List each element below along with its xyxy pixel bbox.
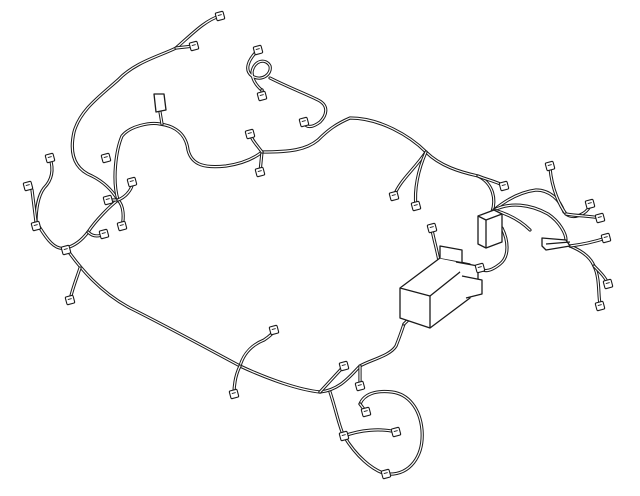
connector-16 bbox=[268, 324, 280, 336]
connector-18 bbox=[338, 360, 350, 372]
top-connector-block bbox=[153, 93, 167, 113]
connector-25 bbox=[388, 190, 400, 202]
connector-21 bbox=[338, 430, 350, 442]
connector-24 bbox=[426, 222, 438, 234]
connector-5 bbox=[244, 128, 256, 140]
harness-wire-33 bbox=[492, 188, 566, 214]
connector-27 bbox=[498, 180, 510, 192]
harness-wire-core-22 bbox=[319, 365, 345, 393]
harness-wire-core-2 bbox=[114, 122, 263, 201]
connector-11 bbox=[98, 228, 110, 240]
harness-wire-19 bbox=[238, 328, 276, 368]
harness-wire-core-3 bbox=[159, 111, 163, 125]
connector-34 bbox=[474, 262, 486, 274]
harness-wire-core-34 bbox=[493, 204, 567, 241]
connector-0 bbox=[214, 10, 226, 22]
harness-wire-core-4 bbox=[261, 117, 479, 177]
harness-wire-core-21 bbox=[319, 323, 405, 393]
harness-wire-core-17 bbox=[65, 247, 321, 393]
relay-box bbox=[477, 209, 503, 249]
connector-terminals bbox=[22, 10, 614, 480]
connector-3 bbox=[256, 90, 268, 102]
connector-22 bbox=[380, 468, 392, 480]
connector-17 bbox=[228, 388, 240, 400]
connector-9 bbox=[22, 180, 34, 192]
connector-29 bbox=[584, 198, 596, 210]
harness-wire-core-8 bbox=[269, 77, 327, 128]
connector-32 bbox=[602, 278, 614, 290]
connector-20 bbox=[360, 406, 372, 418]
harness-wire-core-7 bbox=[247, 49, 271, 91]
harness-wire-2 bbox=[113, 121, 264, 202]
harness-wire-7 bbox=[246, 48, 272, 92]
connector-26 bbox=[410, 200, 422, 212]
connector-31 bbox=[600, 232, 612, 244]
harness-wire-37 bbox=[548, 166, 592, 219]
connector-10 bbox=[30, 220, 42, 232]
harness-wire-core-11 bbox=[35, 157, 53, 223]
connector-6 bbox=[254, 166, 266, 178]
harness-wire-core-10 bbox=[35, 199, 119, 249]
connector-30 bbox=[594, 212, 606, 224]
connector-7 bbox=[100, 152, 112, 164]
harness-wire-17 bbox=[64, 246, 322, 394]
junction-block bbox=[399, 245, 483, 329]
connector-2 bbox=[252, 44, 264, 56]
connector-12 bbox=[102, 194, 114, 206]
connector-4 bbox=[298, 116, 310, 128]
connector-13 bbox=[116, 220, 128, 232]
connector-33 bbox=[594, 300, 606, 312]
harness-wire-8 bbox=[268, 76, 328, 129]
harness-wire-10 bbox=[34, 198, 120, 250]
multi-pin-connector bbox=[541, 237, 571, 251]
connector-15 bbox=[64, 294, 76, 306]
harness-wire-11 bbox=[34, 156, 54, 224]
harness-wires bbox=[30, 14, 610, 476]
harness-wire-4 bbox=[260, 116, 480, 178]
harness-wire-core-12 bbox=[31, 189, 37, 223]
connector-8 bbox=[44, 152, 56, 164]
connector-19 bbox=[354, 380, 366, 392]
connector-14 bbox=[126, 176, 138, 188]
connector-23 bbox=[390, 426, 402, 438]
connector-35 bbox=[60, 244, 72, 256]
connector-1 bbox=[188, 40, 200, 52]
connector-28 bbox=[544, 160, 556, 172]
